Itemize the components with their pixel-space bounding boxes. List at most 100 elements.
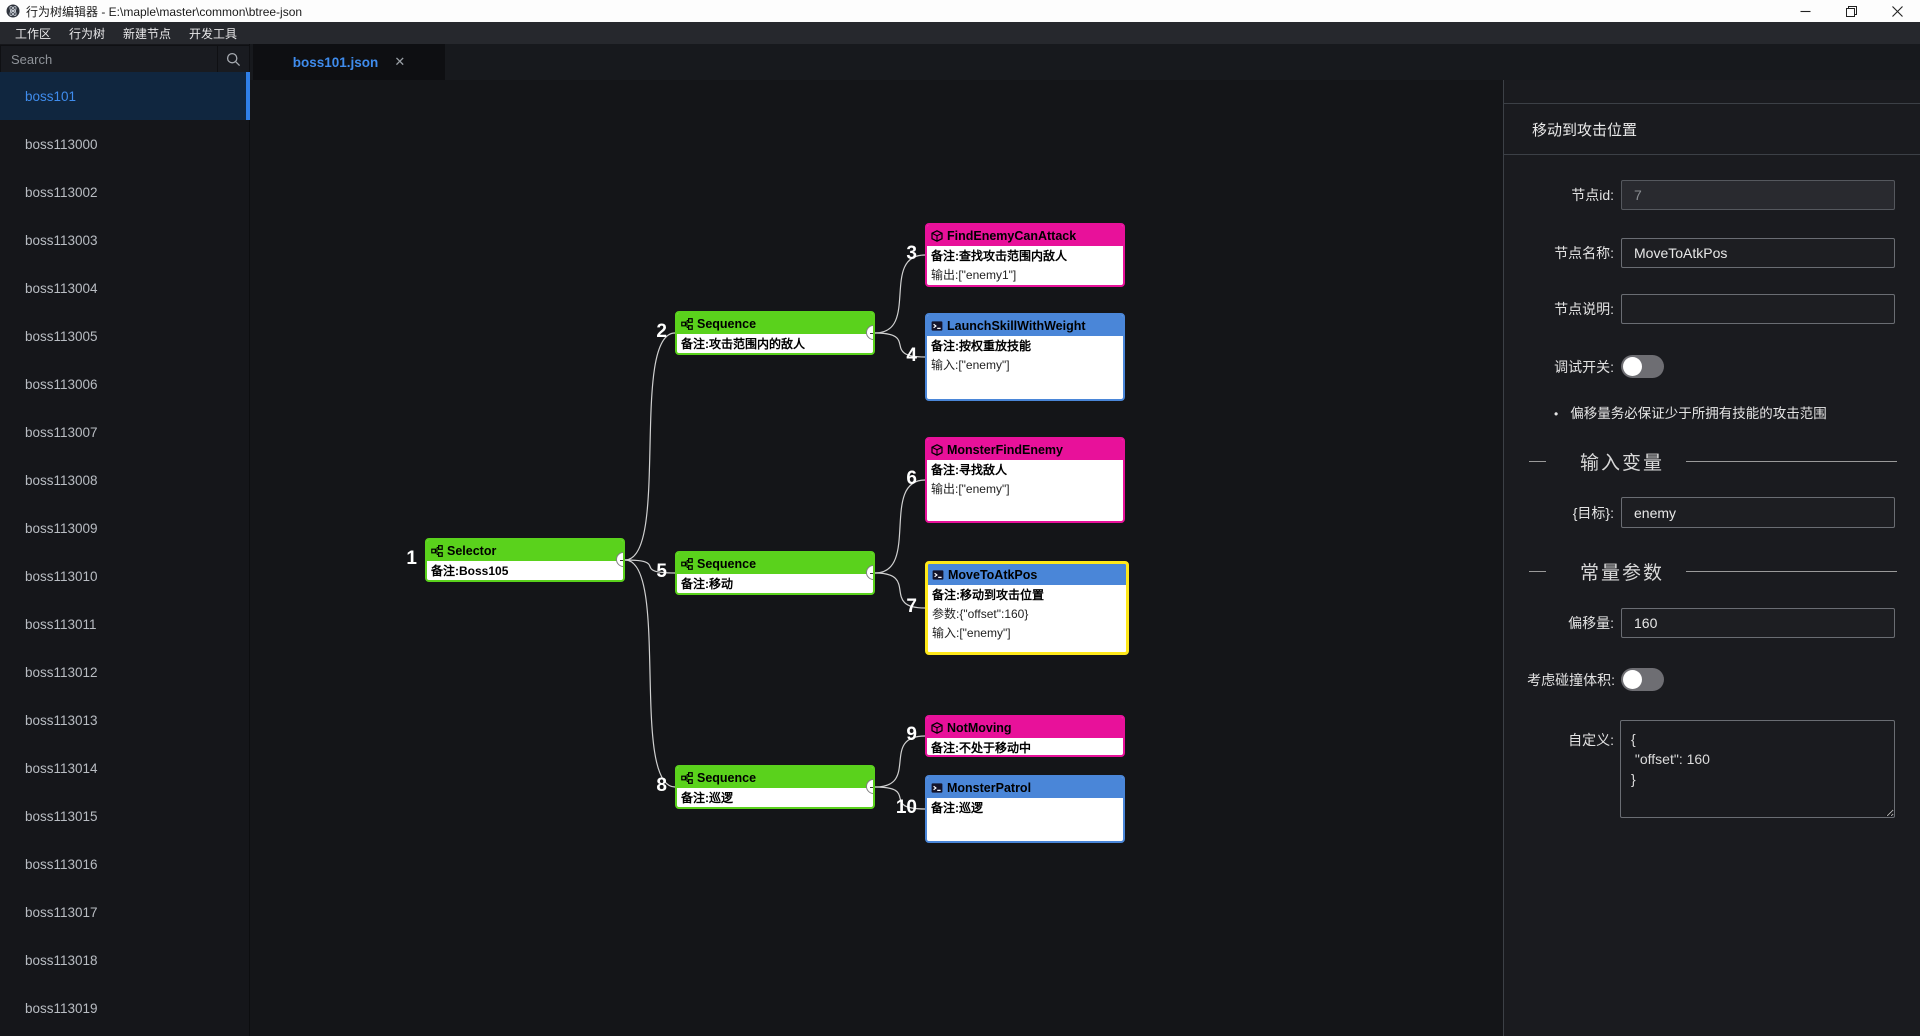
list-item[interactable]: boss113010 [25,568,98,584]
node-number-label: 3 [906,243,917,264]
node-title: FindEnemyCanAttack [947,228,1077,243]
list-item[interactable]: boss113011 [25,616,97,632]
composite-icon [681,557,693,570]
list-item[interactable]: boss113003 [25,232,98,248]
tree-edge [624,559,676,574]
tree-node-monsterpatrol[interactable]: MonsterPatrol 备注:巡逻 [925,775,1125,843]
property-panel: 移动到攻击位置 节点id: 节点名称: 节点说明: 调试开关: •偏移量务必保证… [1503,80,1920,1036]
list-item[interactable]: boss113018 [25,952,98,968]
condition-icon [931,721,943,734]
list-item[interactable]: boss113007 [25,424,98,440]
node-title: Selector [447,543,497,558]
node-text-line: 备注:移动 [681,577,733,591]
search-button[interactable] [217,46,249,73]
close-button[interactable] [1874,0,1920,22]
restore-button[interactable] [1828,0,1874,22]
collision-toggle[interactable] [1621,668,1664,691]
node-id-label: 节点id: [1571,187,1614,203]
tab-boss101-json[interactable]: boss101.json ✕ [253,44,445,80]
list-item[interactable]: boss113002 [25,184,98,200]
node-text-line: 备注:Boss105 [431,564,509,578]
node-title: MonsterPatrol [947,780,1032,795]
list-item[interactable]: boss113000 [25,136,98,152]
tab-close-icon[interactable]: ✕ [394,54,406,69]
tree-edge [624,332,676,561]
action-icon [931,320,943,332]
node-text-line: 备注:查找攻击范围内敌人 [931,249,1067,263]
tree-node-selector[interactable]: Selector 备注:Boss105 [425,538,625,582]
node-number-label: 2 [656,321,667,342]
list-item[interactable]: boss101 [0,72,250,120]
collision-toggle-label: 考虑碰撞体积: [1527,671,1615,688]
debug-toggle[interactable] [1621,355,1664,378]
out-connector[interactable] [866,565,873,580]
title-bar: 行为树编辑器 - E:\maple\master\common\btree-js… [0,0,1920,22]
node-text-line: 输出:["enemy"] [931,482,1010,496]
section-title: 输入变量 [1580,453,1665,474]
list-item[interactable]: boss113006 [25,376,98,392]
minimize-icon [1800,10,1810,12]
node-number-label: 7 [906,596,917,617]
node-id-field [1621,180,1895,210]
tree-edge [874,735,926,788]
list-item[interactable]: boss113009 [25,520,98,536]
restore-icon [1845,5,1857,17]
menu-item[interactable]: 工作区 [15,26,52,41]
node-title: MoveToAtkPos [948,567,1038,582]
node-title: LaunchSkillWithWeight [947,318,1086,333]
minimize-button[interactable] [1782,0,1828,22]
action-icon [931,782,943,794]
offset-label: 偏移量: [1568,615,1614,631]
out-connector[interactable] [866,325,873,340]
node-number-label: 8 [656,775,667,796]
magnifier-icon [226,52,241,67]
node-text-line: 输入:["enemy"] [931,358,1010,372]
node-title: Sequence [697,316,757,331]
node-desc-field[interactable] [1621,294,1895,324]
node-text-line: 备注:巡逻 [931,801,983,815]
list-item[interactable]: boss113017 [25,904,98,920]
menu-item[interactable]: 行为树 [69,26,106,41]
section-dash [1529,571,1546,572]
out-connector[interactable] [866,779,873,794]
menu-item[interactable]: 开发工具 [189,26,238,41]
list-item[interactable]: boss113012 [25,664,98,680]
node-name-label: 节点名称: [1554,245,1614,261]
node-title: NotMoving [947,720,1012,735]
list-item[interactable]: boss113008 [25,472,98,488]
section-const-params: 常量参数 [1529,558,1897,585]
boss-list: boss101 boss113000 boss113002 boss113003 bos… [0,72,250,1036]
condition-icon [931,229,943,242]
out-connector[interactable] [616,552,623,567]
list-item[interactable]: boss113013 [25,712,98,728]
list-item[interactable]: boss113005 [25,328,98,344]
section-input-vars: 输入变量 [1529,448,1897,475]
menu-item[interactable]: 新建节点 [123,26,172,41]
panel-title: 移动到攻击位置 [1504,103,1920,155]
offset-field[interactable] [1621,608,1895,638]
search-input[interactable] [1,46,217,73]
target-field[interactable] [1621,497,1895,528]
toggle-knob [1623,670,1642,689]
tree-node-launchskillwithweight[interactable]: LaunchSkillWithWeight 备注:按权重放技能输入:["enemy… [925,313,1125,401]
tab-label: boss101.json [292,54,379,70]
list-item[interactable]: boss113004 [25,280,98,296]
custom-field[interactable]: { "offset": 160 } [1620,720,1895,818]
list-item[interactable]: boss113016 [25,856,98,872]
node-number-label: 10 [895,797,917,818]
tree-edge [874,332,926,358]
list-item[interactable]: boss113019 [25,1000,98,1016]
list-item[interactable]: boss113015 [25,808,98,824]
list-item[interactable]: boss113014 [25,760,98,776]
section-rule [1686,571,1897,572]
node-text-line: 备注:按权重放技能 [931,339,1031,353]
node-name-field[interactable] [1621,238,1895,268]
